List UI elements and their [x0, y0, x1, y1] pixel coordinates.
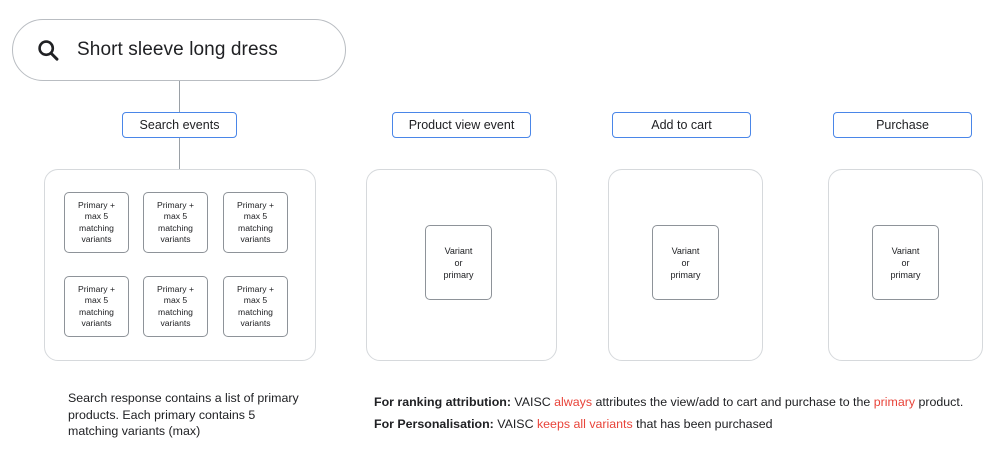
connector-pill-to-search-events [179, 81, 180, 112]
card-line-2: max 5 [84, 211, 109, 221]
card-line-1: Variant [444, 245, 473, 256]
connector-search-events-to-panel [179, 138, 180, 169]
primary-variant-card[interactable]: Primary + max 5 matching variants [143, 192, 208, 253]
ranking-attribution-caption: For ranking attribution: VAISC always at… [374, 391, 989, 413]
stage-label-product-view-event[interactable]: Product view event [392, 112, 531, 138]
card-line-4: variants [160, 318, 191, 328]
card-line-2: max 5 [243, 295, 268, 305]
card-line-2: max 5 [163, 211, 188, 221]
search-query-text: Short sleeve long dress [77, 39, 278, 60]
stage-label-add-to-cart[interactable]: Add to cart [612, 112, 751, 138]
attribution-captions: For ranking attribution: VAISC always at… [374, 391, 989, 435]
card-line-4: variants [240, 234, 271, 244]
card-line-2: max 5 [84, 295, 109, 305]
personalisation-highlight: keeps all variants [536, 417, 633, 431]
search-results-panel: Primary + max 5 matching variants Primar… [44, 169, 316, 361]
card-line-4: variants [240, 318, 271, 328]
card-line-1: Primary + [77, 283, 115, 294]
card-line-2: max 5 [243, 211, 268, 221]
primary-variant-card[interactable]: Primary + max 5 matching variants [64, 276, 129, 337]
personalisation-part-1: VAISC [493, 417, 537, 431]
ranking-part-1: VAISC [510, 395, 555, 409]
primary-variant-card[interactable]: Primary + max 5 matching variants [223, 192, 288, 253]
personalisation-part-2: that has been purchased [632, 417, 773, 431]
primary-variant-card[interactable]: Primary + max 5 matching variants [223, 276, 288, 337]
card-line-2: max 5 [163, 295, 188, 305]
card-line-1: Primary + [156, 199, 194, 210]
card-line-4: variants [160, 234, 191, 244]
stage-label-search-events[interactable]: Search events [122, 112, 237, 138]
variant-or-primary-card[interactable]: Variant or primary [652, 225, 719, 300]
stage-label-text: Product view event [408, 118, 515, 132]
card-line-3: matching [79, 306, 114, 317]
card-line-3: matching [238, 222, 273, 233]
card-line-1: Primary + [77, 199, 115, 210]
search-bar[interactable]: Short sleeve long dress [12, 19, 346, 81]
card-line-3: matching [238, 306, 273, 317]
card-line-2: or [681, 257, 690, 268]
card-line-1: Primary + [236, 283, 274, 294]
card-line-1: Primary + [236, 199, 274, 210]
search-response-caption: Search response contains a list of prima… [68, 391, 299, 438]
card-line-3: primary [890, 269, 921, 280]
card-line-4: variants [81, 318, 112, 328]
ranking-part-3: product. [915, 395, 964, 409]
primary-variant-card[interactable]: Primary + max 5 matching variants [143, 276, 208, 337]
card-line-3: matching [158, 306, 193, 317]
purchase-panel: Variant or primary [828, 169, 983, 361]
product-view-panel: Variant or primary [366, 169, 557, 361]
card-line-3: matching [79, 222, 114, 233]
card-line-4: variants [81, 234, 112, 244]
stage-label-text: Purchase [876, 118, 929, 132]
ranking-part-2: attributes the view/add to cart and purc… [592, 395, 874, 409]
variant-or-primary-card[interactable]: Variant or primary [872, 225, 939, 300]
stage-label-purchase[interactable]: Purchase [833, 112, 972, 138]
card-line-1: Primary + [156, 283, 194, 294]
personalisation-caption: For Personalisation: VAISC keeps all var… [374, 413, 989, 435]
card-line-2: or [454, 257, 463, 268]
card-line-3: primary [443, 269, 474, 280]
card-line-3: matching [158, 222, 193, 233]
variant-or-primary-card[interactable]: Variant or primary [425, 225, 492, 300]
search-icon [35, 37, 61, 63]
stage-label-text: Search events [139, 118, 220, 132]
card-line-1: Variant [891, 245, 920, 256]
personalisation-label: For Personalisation: [374, 417, 494, 431]
ranking-highlight-primary: primary [873, 395, 916, 409]
card-line-3: primary [670, 269, 701, 280]
card-line-2: or [901, 257, 910, 268]
primary-variant-card[interactable]: Primary + max 5 matching variants [64, 192, 129, 253]
stage-label-text: Add to cart [651, 118, 712, 132]
add-to-cart-panel: Variant or primary [608, 169, 763, 361]
ranking-attribution-label: For ranking attribution: [374, 395, 511, 409]
ranking-highlight-always: always [554, 395, 593, 409]
card-line-1: Variant [671, 245, 700, 256]
